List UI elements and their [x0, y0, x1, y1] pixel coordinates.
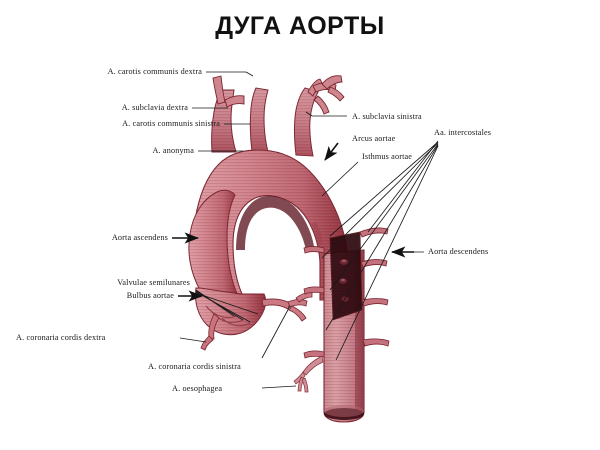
label-a-carotis-communis-sinistra: A. carotis communis sinistra	[122, 119, 220, 128]
label-arcus-aortae: Arcus aortae	[352, 134, 396, 143]
label-aa-intercostales: Aa. intercostales	[434, 128, 492, 137]
leader-arrows	[172, 142, 414, 302]
label-aorta-descendens: Aorta descendens	[428, 247, 489, 256]
label-a-subclavia-dextra: A. subclavia dextra	[121, 103, 188, 112]
label-a-coronaria-cordis-sinistra: A. coronaria cordis sinistra	[148, 362, 241, 371]
label-a-subclavia-sinistra: A. subclavia sinistra	[352, 112, 422, 121]
label-a-coronaria-cordis-dextra: A. coronaria cordis dextra	[16, 333, 106, 342]
leader-lines	[179, 71, 439, 389]
label-a-carotis-communis-dextra: A. carotis communis dextra	[107, 67, 202, 76]
label-aorta-ascendens: Aorta ascendens	[111, 233, 168, 242]
label-valvulae-semilunares: Valvulae semilunares	[117, 278, 190, 287]
label-a-anonyma: A. anonyma	[152, 146, 194, 155]
page-title: ДУГА АОРТЫ	[215, 12, 385, 40]
label-bulbus-aortae: Bulbus aortae	[126, 291, 174, 300]
aorta-body	[188, 75, 390, 423]
label-isthmus-aortae: Isthmus aortae	[362, 152, 413, 161]
label-a-oesophagea: A. oesophagea	[172, 384, 223, 393]
